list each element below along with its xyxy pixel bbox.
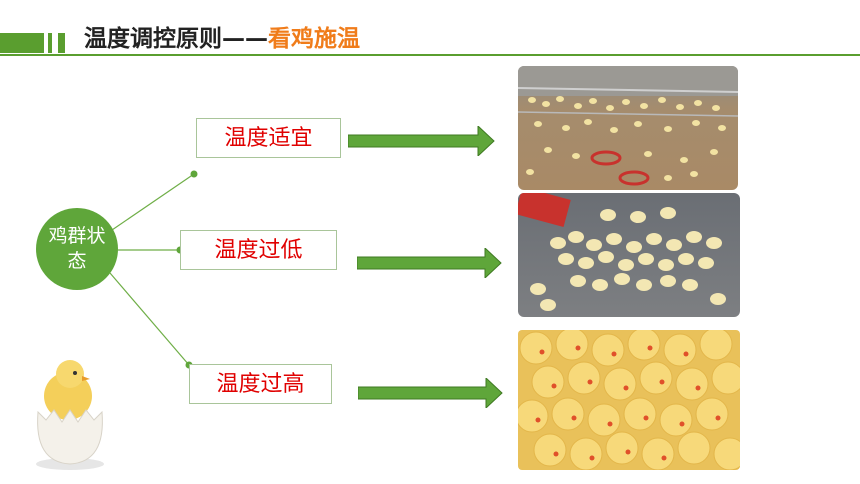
- right-arrow-icon: [358, 378, 503, 408]
- title-prefix: 温度调控原则——: [84, 26, 268, 52]
- header-accent-stripe: [58, 33, 65, 53]
- chick-in-eggshell-icon: [36, 360, 104, 470]
- state-label-suitable: 温度适宜: [196, 118, 341, 158]
- chicks-huddled-photo: [518, 193, 740, 317]
- header-accent-stripe: [48, 33, 52, 53]
- header-accent-bar: [0, 33, 44, 53]
- state-label-too-high: 温度过高: [189, 364, 332, 404]
- state-label-too-low: 温度过低: [180, 230, 337, 270]
- chicks-crowded-photo: [518, 330, 740, 470]
- right-arrow-icon: [357, 248, 502, 278]
- chicks-evenly-spread-photo: [518, 66, 738, 190]
- slide-title: 温度调控原则——看鸡施温: [84, 22, 360, 56]
- right-arrow-icon: [348, 126, 495, 156]
- hub-label: 鸡群状态: [48, 225, 106, 272]
- header-underline: [0, 54, 860, 56]
- flock-status-hub: 鸡群状态: [36, 208, 118, 290]
- title-highlight: 看鸡施温: [268, 26, 360, 52]
